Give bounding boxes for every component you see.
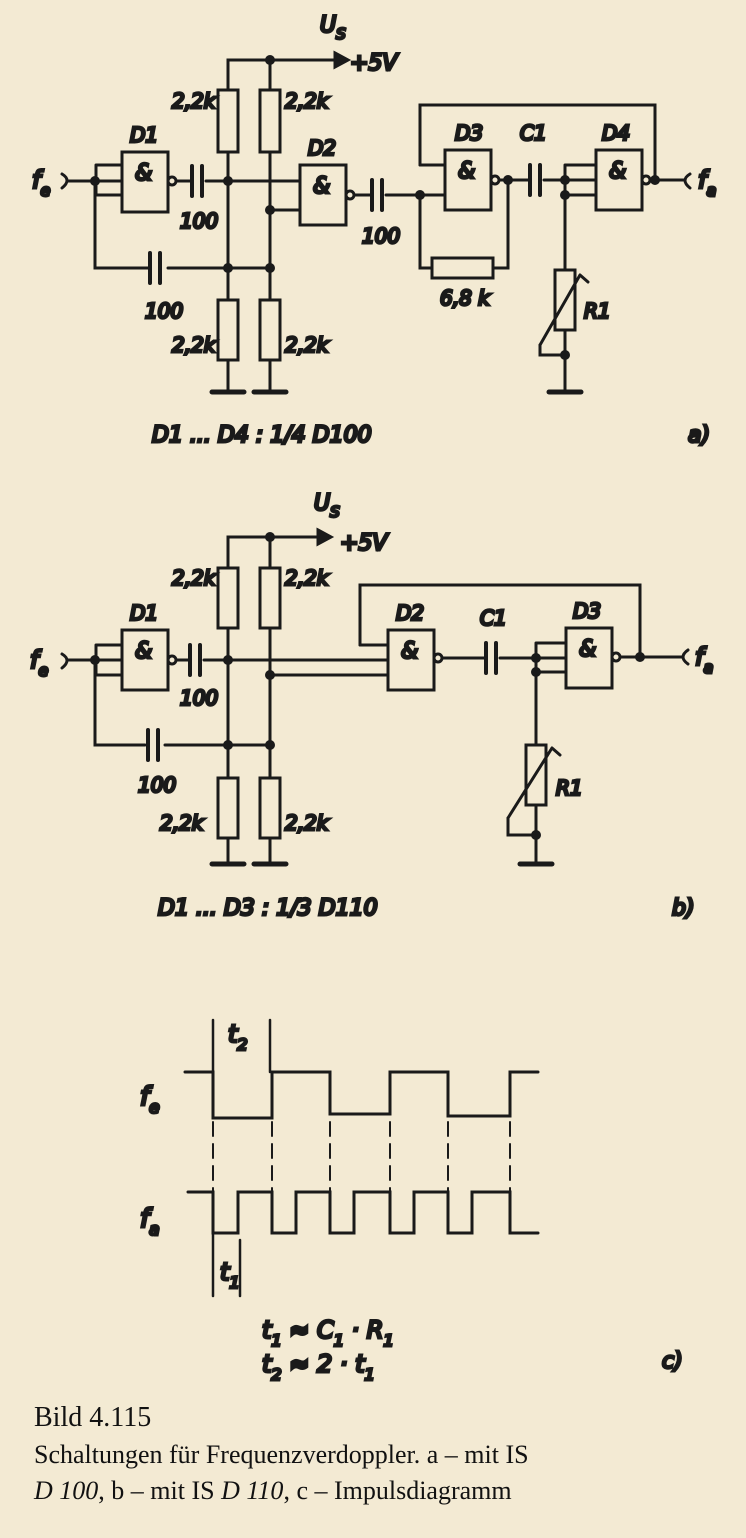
diagram-c: t2 fe fa t1 t1 ≈ C1 · R1 t2 ≈ 2 · t1 c) [139,1018,685,1386]
output-label-a: fa [698,166,716,200]
gate-d2-label-b: D2 [396,601,424,625]
t2-marker [211,1018,272,1074]
resistor-top-left-b [216,566,240,630]
gate-d3-symbol-b: & [579,637,596,662]
diagram-a: S US +5V fe fa D1 D2 D3 D4 & & & & 2,2k … [31,12,718,450]
gate-d3-a [443,148,493,212]
cap-100-3-label-a: 100 [145,299,183,323]
supply-name-a: US [320,13,346,43]
resistor-top-left-a [216,88,240,154]
gate-d1-label-a: D1 [130,123,158,147]
supply-arrow-a [333,50,352,70]
caption-line-2: D 100, b – mit IS D 110, c – Impulsdiagr… [34,1476,512,1506]
supply-voltage-b: +5V [340,531,389,556]
resistor-top-left-label-b: 2,2k [172,566,217,590]
trimmer-arrow-b [506,746,562,820]
schematic-figure: S US +5V fe fa D1 D2 D3 D4 & & & & 2,2k … [29,12,718,1386]
t2-label: t2 [228,1020,248,1054]
caption-mid: , b – mit IS [98,1476,222,1505]
input-label-b: fe [30,646,48,680]
gate-d2-symbol-b: & [401,639,418,664]
resistor-bottom-right-label-a: 2,2k [285,333,330,357]
resistor-top-right-label-b: 2,2k [285,566,330,590]
cap-c1-b [484,641,498,675]
cap-100-2-b [146,728,160,762]
output-terminal-b [681,648,690,666]
trimmer-r1-label-a: R1 [584,299,611,323]
gate-d2-symbol-a: & [313,174,330,199]
gate-d3-symbol-a: & [458,159,475,184]
supply-name-b: US [314,491,340,521]
caption-title: Bild 4.115 [34,1402,152,1433]
resistor-bottom-right-label-b: 2,2k [285,811,330,835]
cap-100-1-label-a: 100 [180,209,218,233]
resistor-bottom-left-label-b: 2,2k [160,811,205,835]
resistor-top-right-a [258,88,282,154]
t1-marker [211,1231,242,1298]
gate-d4-a [594,148,644,212]
cap-100-2-a [370,178,384,212]
fe-label: fe [140,1082,160,1118]
cap-100-2-label-a: 100 [362,224,400,248]
resistor-bottom-left-b [216,776,240,840]
gate-d1-symbol-b: & [135,639,152,664]
resistor-bottom-right-b [258,776,282,840]
note-b: D1 ... D3 : 1/3 D110 [158,896,378,921]
cap-c1-label-b: C1 [480,606,507,630]
output-terminal-a [683,172,692,190]
formula-2: t2 ≈ 2 · t1 [262,1350,375,1384]
cap-c1-a [528,163,542,197]
resistor-top-right-b [258,566,282,630]
cap-100-1-b [188,643,202,677]
gate-d2-b [386,628,436,692]
gate-d1-label-b: D1 [130,601,158,625]
resistor-bottom-left-label-a: 2,2k [172,333,217,357]
gate-d1-b [120,628,170,692]
trimmer-arrow-a [538,273,590,347]
gate-d4-label-a: D4 [602,121,630,145]
output-label-b: fa [695,643,713,677]
tag-a: a) [688,423,710,448]
diagram-b: US +5V fe fa D1 D2 D3 & & & 2,2k 2,2k 2,… [29,490,715,923]
gate-d1-symbol-a: & [135,161,152,186]
waveform-fa [186,1190,540,1235]
supply-arrow-b [316,527,335,547]
cap-100-2-label-b: 100 [138,773,176,797]
tag-c: c) [662,1349,683,1374]
resistor-bottom-right-a [258,298,282,362]
formula-1: t1 ≈ C1 · R1 [262,1316,394,1350]
note-a: D1 ... D4 : 1/4 D100 [152,423,372,448]
caption-d110: D 110 [221,1476,284,1505]
t1-label: t1 [220,1258,240,1292]
waveform-fe [183,1070,540,1120]
resistor-top-right-label-a: 2,2k [285,89,330,113]
resistor-6k8-a [430,256,495,280]
cap-100-3-a [148,251,162,285]
supply-voltage-a: +5V [350,51,399,76]
resistor-top-left-label-a: 2,2k [172,89,217,113]
cap-c1-label-a: C1 [520,121,547,145]
caption-line-1: Schaltungen für Frequenzverdoppler. a – … [34,1440,529,1469]
tag-b: b) [672,896,695,921]
alignment-lines [212,1121,511,1193]
fa-label: fa [140,1204,160,1240]
gate-d2-label-a: D2 [308,136,336,160]
input-terminal-a [60,172,69,190]
cap-100-1-a [190,164,204,198]
gate-d4-symbol-a: & [609,159,626,184]
caption-end: , c – Impulsdiagramm [283,1476,512,1505]
gate-d3-label-b: D3 [573,599,601,623]
resistor-bottom-left-a [216,298,240,362]
caption-d100: D 100 [34,1476,99,1505]
cap-100-1-label-b: 100 [180,686,218,710]
input-terminal-b [60,652,69,670]
resistor-6k8-label-a: 6,8 k [440,286,491,310]
gate-d3-label-a: D3 [455,121,483,145]
trimmer-r1-label-b: R1 [556,776,583,800]
input-label-a: fe [32,166,50,200]
